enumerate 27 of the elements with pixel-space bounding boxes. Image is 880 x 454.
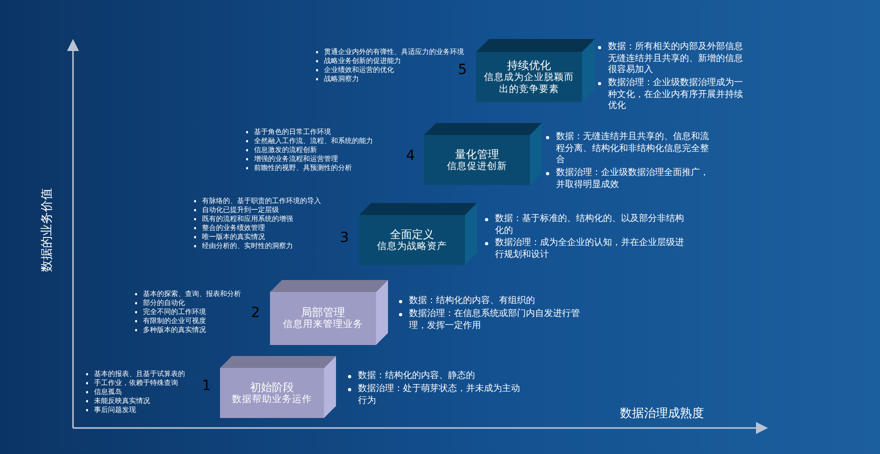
stage-title: 持续优化 [507, 59, 552, 72]
bullet-item: 数据：所有相关的内部及外部信息无缝连结并且共享的、新增的信息很容易加入 [608, 42, 743, 76]
stage-title: 全面定义 [389, 228, 435, 241]
bullet-item: 数据治理：成为全企业的认知，并在企业层级进行规划和设计 [495, 238, 685, 261]
stage-number: 3 [340, 230, 349, 246]
stage-number: 4 [406, 148, 415, 164]
bullet-item: 数据治理：企业级数据治理成为一种文化，在企业内有序开展并持续优化 [608, 78, 743, 112]
stage-subtitle: 信息促进创新 [446, 160, 508, 172]
stage-subtitle: 数据帮助业务运作 [231, 394, 313, 406]
bullet-item: 数据：无缝连结并且共享的、信息和流程分离、结构化和非结构化信息完全整合 [556, 132, 710, 166]
stage-subtitle: 信息为战略资产 [376, 240, 448, 252]
bullet-item: 数据治理：企业级数据治理全面推广，并取得明显成效 [556, 168, 710, 191]
stage-title: 初始阶段 [249, 380, 295, 394]
bullet-item: 数据治理：在信息系统或部门内自发进行管理，发挥一定作用 [409, 309, 581, 332]
bullet-item: 数据：结构化的内容、静态的 [358, 371, 476, 382]
stage-number: 2 [251, 305, 260, 321]
axis-title: 数据的业务价值 [38, 188, 54, 272]
bullet-item: 数据：结构化的内容、有组织的 [409, 296, 536, 308]
stage-number: 5 [458, 62, 467, 78]
stage-title: 局部管理 [301, 306, 345, 320]
stage-title: 量化管理 [454, 148, 500, 161]
bullet-item: 数据：基于标准的、结构化的、以及部分非结构化的 [495, 214, 685, 237]
bullet-item: 数据治理：处于萌芽状态，并未成为主动行为 [358, 384, 521, 407]
stage-subtitle: 信息用来管理业务 [282, 319, 364, 331]
axis-title: 数据治理成熟度 [620, 405, 704, 422]
stage-number: 1 [202, 378, 211, 394]
stage-subtitle: 信息成为企业脱颖而出的竞争要素 [483, 72, 575, 95]
